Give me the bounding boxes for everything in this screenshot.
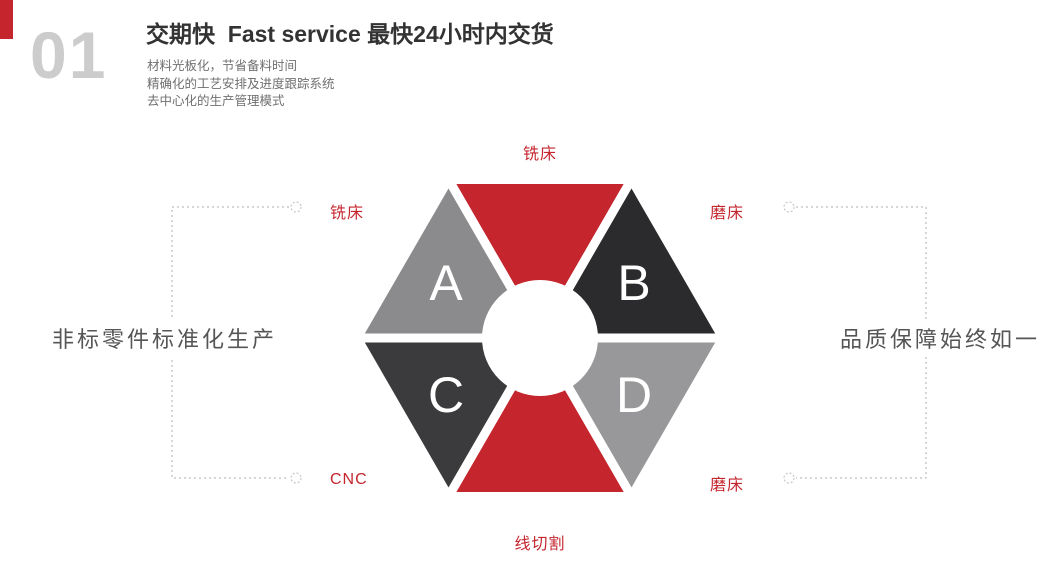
letter-b: B [617,255,650,311]
letter-a: A [429,255,463,311]
label-bottom: 线切割 [514,536,566,553]
label-upper-right: 磨床 [710,205,745,222]
center-circle [482,280,598,396]
label-lower-right: 磨床 [710,477,745,494]
letter-d: D [616,367,652,423]
connector-node [783,201,795,213]
slide-title: 交期快 Fast service 最快24小时内交货 [146,21,554,47]
bullet-item: 材料光板化，节省备料时间 [147,59,298,73]
label-top: 铣床 [522,146,557,163]
label-lower-left: CNC [330,471,368,488]
side-note-left: 非标零件标准化生产 [48,319,282,357]
connector-node [783,472,795,484]
slide-index: 01 [30,18,108,92]
accent-bar [0,0,13,39]
letter-c: C [428,367,464,423]
connector-left [171,206,289,479]
bullet-list: 材料光板化，节省备料时间 精确化的工艺安排及进度跟踪系统 去中心化的生产管理模式 [147,58,335,111]
connector-node [290,472,302,484]
side-note-right: 品质保障始终如一 [836,319,1045,357]
label-upper-left: 铣床 [330,205,365,222]
bullet-item: 精确化的工艺安排及进度跟踪系统 [147,76,335,91]
connector-node [290,201,302,213]
triangle-upper-left [349,170,548,343]
bullet-item: 去中心化的生产管理模式 [147,94,285,108]
